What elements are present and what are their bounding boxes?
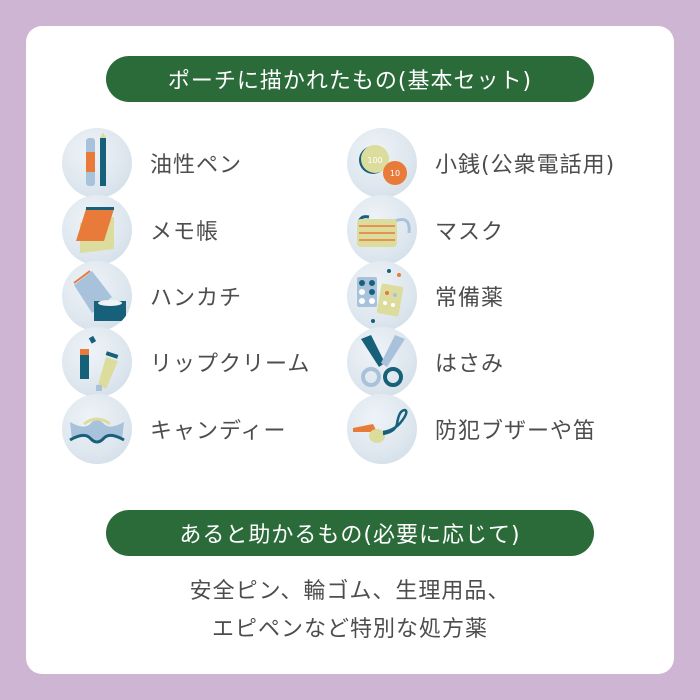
item-label: 油性ペン <box>150 153 243 178</box>
item-label: メモ帳 <box>150 220 220 245</box>
whistle-icon <box>347 394 417 464</box>
candy-icon <box>62 394 132 464</box>
section-heading-optional-text: あると助かるもの(必要に応じて) <box>179 523 521 548</box>
list-item-medicine: 常備薬 <box>347 261 504 331</box>
list-item-candy: キャンディー <box>62 394 286 464</box>
lip-balm-icon <box>62 327 132 397</box>
list-item-whistle: 防犯ブザーや笛 <box>347 394 596 464</box>
mask-icon <box>347 195 417 265</box>
item-label: キャンディー <box>150 419 287 444</box>
item-label: はさみ <box>435 352 505 377</box>
oil-pen-icon <box>62 128 132 198</box>
svg-text:10: 10 <box>390 169 400 178</box>
item-label: 小銭(公衆電話用) <box>435 153 616 178</box>
section-heading-basic-text: ポーチに描かれたもの(基本セット) <box>167 69 533 94</box>
optional-items-line-1: 安全ピン、輪ゴム、生理用品、 <box>189 579 511 604</box>
medicine-icon <box>347 261 417 331</box>
item-label: ハンカチ <box>150 286 243 311</box>
item-label: 防犯ブザーや笛 <box>435 419 597 444</box>
list-item-lip-balm: リップクリーム <box>62 327 310 397</box>
item-label: 常備薬 <box>435 286 505 311</box>
list-item-oil-pen: 油性ペン <box>62 128 242 198</box>
handkerchief-icon <box>62 261 132 331</box>
optional-items-line-2: エピペンなど特別な処方薬 <box>211 617 488 642</box>
svg-text:100: 100 <box>367 156 382 165</box>
info-card: ポーチに描かれたもの(基本セット) 油性ペン メモ帳 <box>26 26 674 674</box>
section-heading-basic: ポーチに描かれたもの(基本セット) <box>106 56 594 102</box>
item-label: マスク <box>435 220 505 245</box>
memo-pad-icon <box>62 195 132 265</box>
section-heading-optional: あると助かるもの(必要に応じて) <box>106 510 594 556</box>
scissors-icon <box>347 327 417 397</box>
list-item-mask: マスク <box>347 195 504 265</box>
item-label: リップクリーム <box>150 352 311 377</box>
list-item-memo-pad: メモ帳 <box>62 195 219 265</box>
list-item-handkerchief: ハンカチ <box>62 261 242 331</box>
list-item-coins: 100 10 小銭(公衆電話用) <box>347 128 615 198</box>
list-item-scissors: はさみ <box>347 327 504 397</box>
coins-icon: 100 10 <box>347 128 417 198</box>
